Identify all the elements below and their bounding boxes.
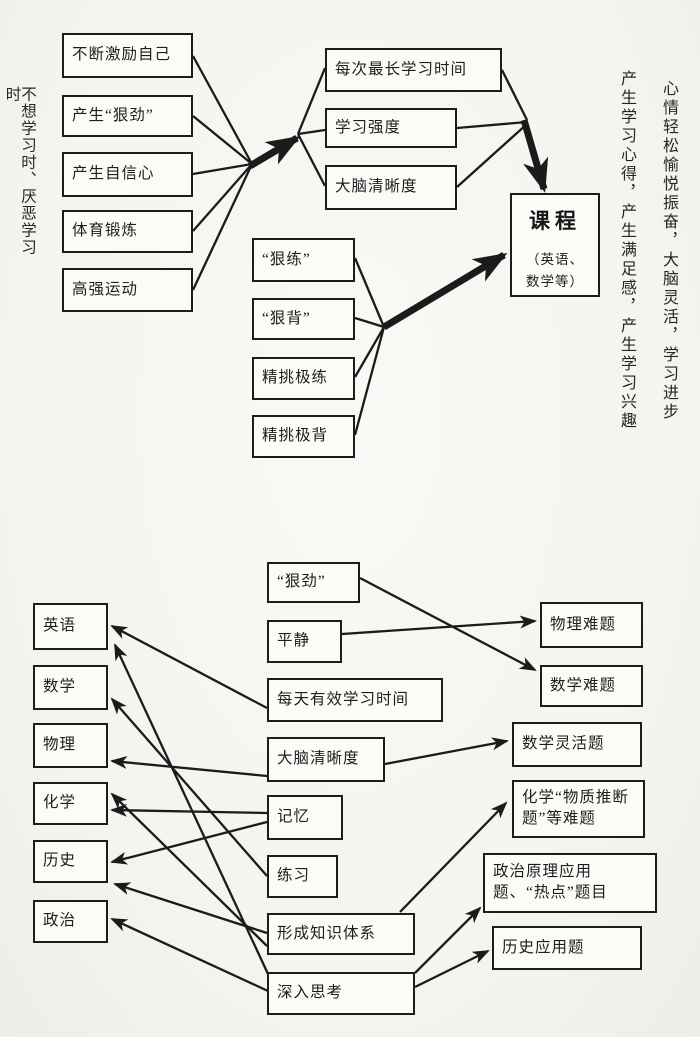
right-margin-note-outer: 心情轻松愉悦振奋，大脑灵活，学习进步 xyxy=(660,80,677,422)
edge-develop-drive-to-hub1 xyxy=(192,115,253,165)
edge-study-intensity-to-hub2 xyxy=(456,120,528,130)
edge-hub3-thick-arrow-to-course xyxy=(382,251,508,331)
edge-brain-clarity-to-physics xyxy=(110,755,268,778)
math-hard-problems-box: 数学难题 xyxy=(540,665,643,707)
edge-drill-hard-to-hub3 xyxy=(353,257,386,328)
develop-drive-box: 产生“狠劲” xyxy=(62,95,193,137)
edge-deep-thinking-to-english xyxy=(113,643,270,975)
physics-box: 物理 xyxy=(33,723,108,768)
max-study-duration-box: 每次最长学习时间 xyxy=(325,48,502,92)
edge-select-memorize-to-hub3 xyxy=(353,326,386,436)
history-box: 历史 xyxy=(33,840,108,883)
memorize-hard-box: “狠背” xyxy=(252,298,355,340)
select-memorize-box: 精挑极背 xyxy=(252,415,355,458)
physical-exercise-box: 体育锻炼 xyxy=(62,210,193,253)
edge-daily-effective-study-time-to-english xyxy=(110,624,268,710)
chemistry-box: 化学 xyxy=(33,782,108,825)
left-margin-note: 不想学习时、厌恶学习时 xyxy=(3,86,37,256)
politics-box: 政治 xyxy=(33,900,108,943)
chemistry-inference-problems-box: 化学“物质推断题”等难题 xyxy=(512,780,645,838)
edge-hub1-thick-arrow xyxy=(248,134,301,170)
course-subtitle-line2: 数学等） xyxy=(526,273,584,289)
course-box: 课程 （英语、数学等） xyxy=(510,193,600,297)
math-box: 数学 xyxy=(33,665,108,710)
edge-memory-to-history xyxy=(110,820,268,865)
calm-box: 平静 xyxy=(267,620,342,663)
select-practice-box: 精挑极练 xyxy=(252,357,355,400)
edge-knowledge-system-to-chemistry-inference-problems xyxy=(399,801,508,913)
daily-effective-study-time-box: 每天有效学习时间 xyxy=(267,678,443,722)
brain-clarity-box: 大脑清晰度 xyxy=(267,737,385,782)
edge-develop-confidence-to-hub1 xyxy=(192,162,253,176)
edge-max-study-duration-to-hub2 xyxy=(500,69,529,121)
edge-hub2-thick-arrow-to-course xyxy=(520,119,549,193)
right-margin-note-inner: 产生学习心得，产生满足感，产生学习兴趣 xyxy=(618,70,635,431)
course-title: 课程 xyxy=(529,209,581,233)
edge-calm-to-physics-hard-problems xyxy=(341,615,537,636)
edge-brain-clarity-top-to-hub2 xyxy=(456,123,528,188)
english-box: 英语 xyxy=(33,603,108,650)
edge-knowledge-system-to-history xyxy=(113,882,268,935)
memory-box: 记忆 xyxy=(267,795,343,840)
edge-memory-to-chemistry xyxy=(110,803,268,817)
edge-encourage-self-to-hub1 xyxy=(191,55,254,165)
edge-hub1-to-study-intensity xyxy=(297,128,326,136)
edge-deep-thinking-to-politics xyxy=(110,917,269,993)
knowledge-system-box: 形成知识体系 xyxy=(267,913,415,955)
edge-deep-thinking-to-history-application-problems xyxy=(414,949,490,989)
edge-select-practice-to-hub3 xyxy=(354,326,385,378)
deep-thinking-box: 深入思考 xyxy=(267,972,415,1015)
edge-physical-exercise-to-hub1 xyxy=(192,163,253,232)
edge-hub1-to-brain-clarity-top xyxy=(296,133,327,187)
study-intensity-box: 学习强度 xyxy=(325,108,457,148)
brain-clarity-top-box: 大脑清晰度 xyxy=(325,165,457,210)
physics-hard-problems-box: 物理难题 xyxy=(540,602,643,648)
politics-application-problems-box: 政治原理应用题、“热点”题目 xyxy=(483,853,657,913)
edge-deep-thinking-to-politics-application-problems xyxy=(414,906,482,974)
edge-memorize-hard-to-hub3 xyxy=(354,316,385,329)
edge-practice-to-math xyxy=(110,697,268,877)
develop-confidence-box: 产生自信心 xyxy=(62,152,193,197)
drive-box: “狠劲” xyxy=(267,562,360,603)
course-subtitle-line1: （英语、 xyxy=(526,252,584,268)
practice-box: 练习 xyxy=(267,855,338,898)
history-application-problems-box: 历史应用题 xyxy=(492,926,642,970)
edge-knowledge-system-to-chemistry xyxy=(110,792,268,947)
drill-hard-box: “狠练” xyxy=(252,238,355,282)
intense-exercise-box: 高强运动 xyxy=(62,268,193,312)
edge-brain-clarity-to-math-flexible-problems xyxy=(384,737,509,766)
math-flexible-problems-box: 数学灵活题 xyxy=(512,722,642,767)
edge-intense-exercise-to-hub1 xyxy=(191,163,254,291)
edge-hub1-to-max-study-duration xyxy=(296,67,327,135)
encourage-self-box: 不断激励自己 xyxy=(62,33,193,78)
edge-drive-to-math-hard-problems xyxy=(359,576,537,672)
